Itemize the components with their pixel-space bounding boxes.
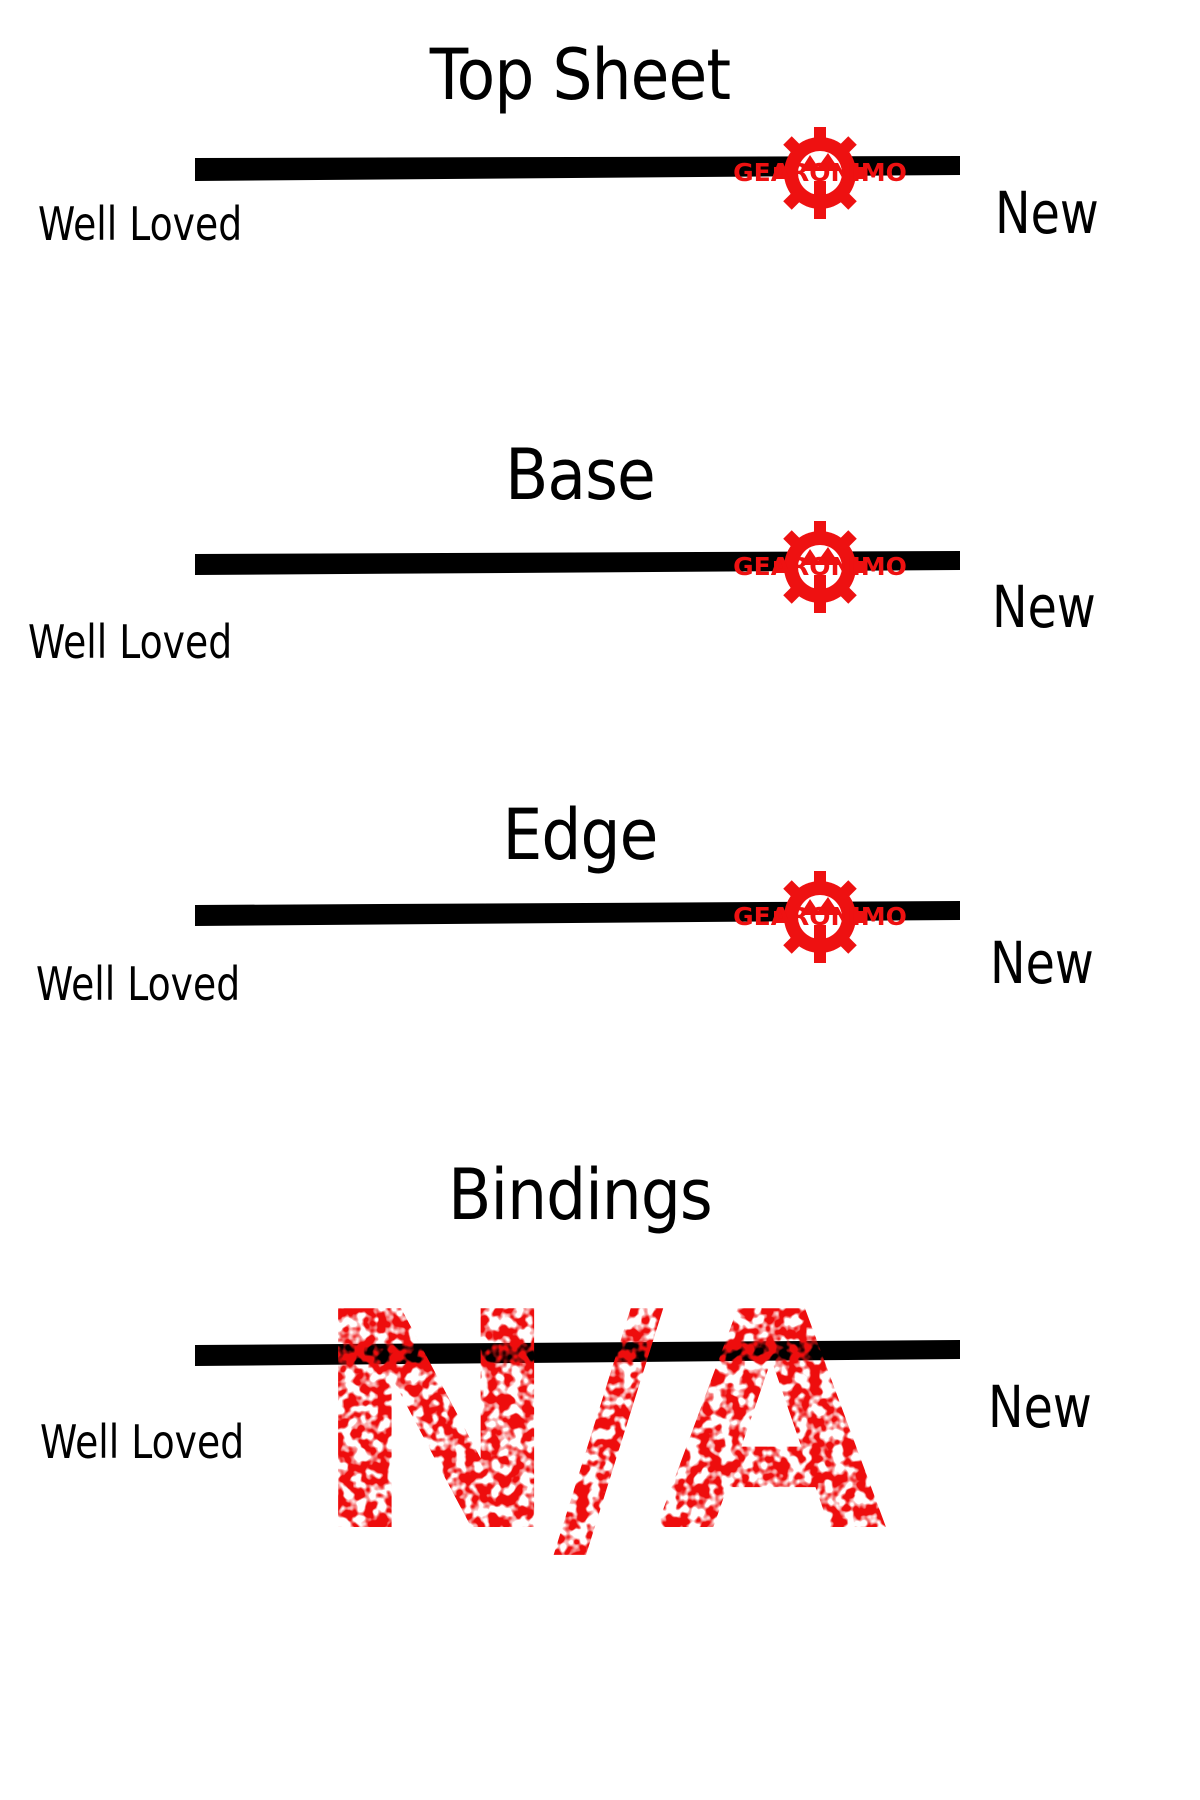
rating-marker: GEARONIMO	[720, 862, 920, 972]
rating-marker: GEARONIMO	[720, 118, 920, 228]
low-end-label: Well Loved	[36, 957, 241, 1011]
section-title: Edge	[502, 794, 659, 876]
rating-section-bindings: Bindings Well Loved New	[0, 1150, 1200, 1470]
rating-track	[195, 551, 960, 575]
rating-section-edge: Edge Well Loved New	[0, 790, 1200, 1110]
section-title: Base	[505, 434, 656, 516]
rating-track	[195, 156, 960, 181]
stamp-text: N/A	[311, 1262, 890, 1562]
brand-wordmark: GEARONIMO	[733, 552, 907, 581]
rating-track	[195, 1340, 960, 1366]
low-end-label: Well Loved	[28, 615, 233, 669]
high-end-label: New	[992, 573, 1096, 641]
gear-mountain-icon	[774, 127, 866, 219]
rating-marker: GEARONIMO	[720, 512, 920, 622]
not-applicable-stamp: N/A	[255, 1249, 935, 1598]
gear-mountain-icon	[774, 871, 866, 963]
brand-wordmark: GEARONIMO	[733, 902, 907, 931]
low-end-label: Well Loved	[38, 197, 243, 251]
section-title: Bindings	[448, 1154, 713, 1236]
rating-section-base: Base Well Loved New	[0, 430, 1200, 750]
low-end-label: Well Loved	[40, 1415, 245, 1469]
rating-section-top-sheet: Top Sheet Well Loved New	[0, 30, 1200, 350]
high-end-label: New	[988, 1373, 1092, 1441]
rating-track	[195, 901, 960, 926]
high-end-label: New	[995, 179, 1099, 247]
high-end-label: New	[990, 929, 1094, 997]
brand-wordmark: GEARONIMO	[733, 158, 907, 187]
gear-mountain-icon	[774, 521, 866, 613]
section-title: Top Sheet	[429, 34, 731, 116]
